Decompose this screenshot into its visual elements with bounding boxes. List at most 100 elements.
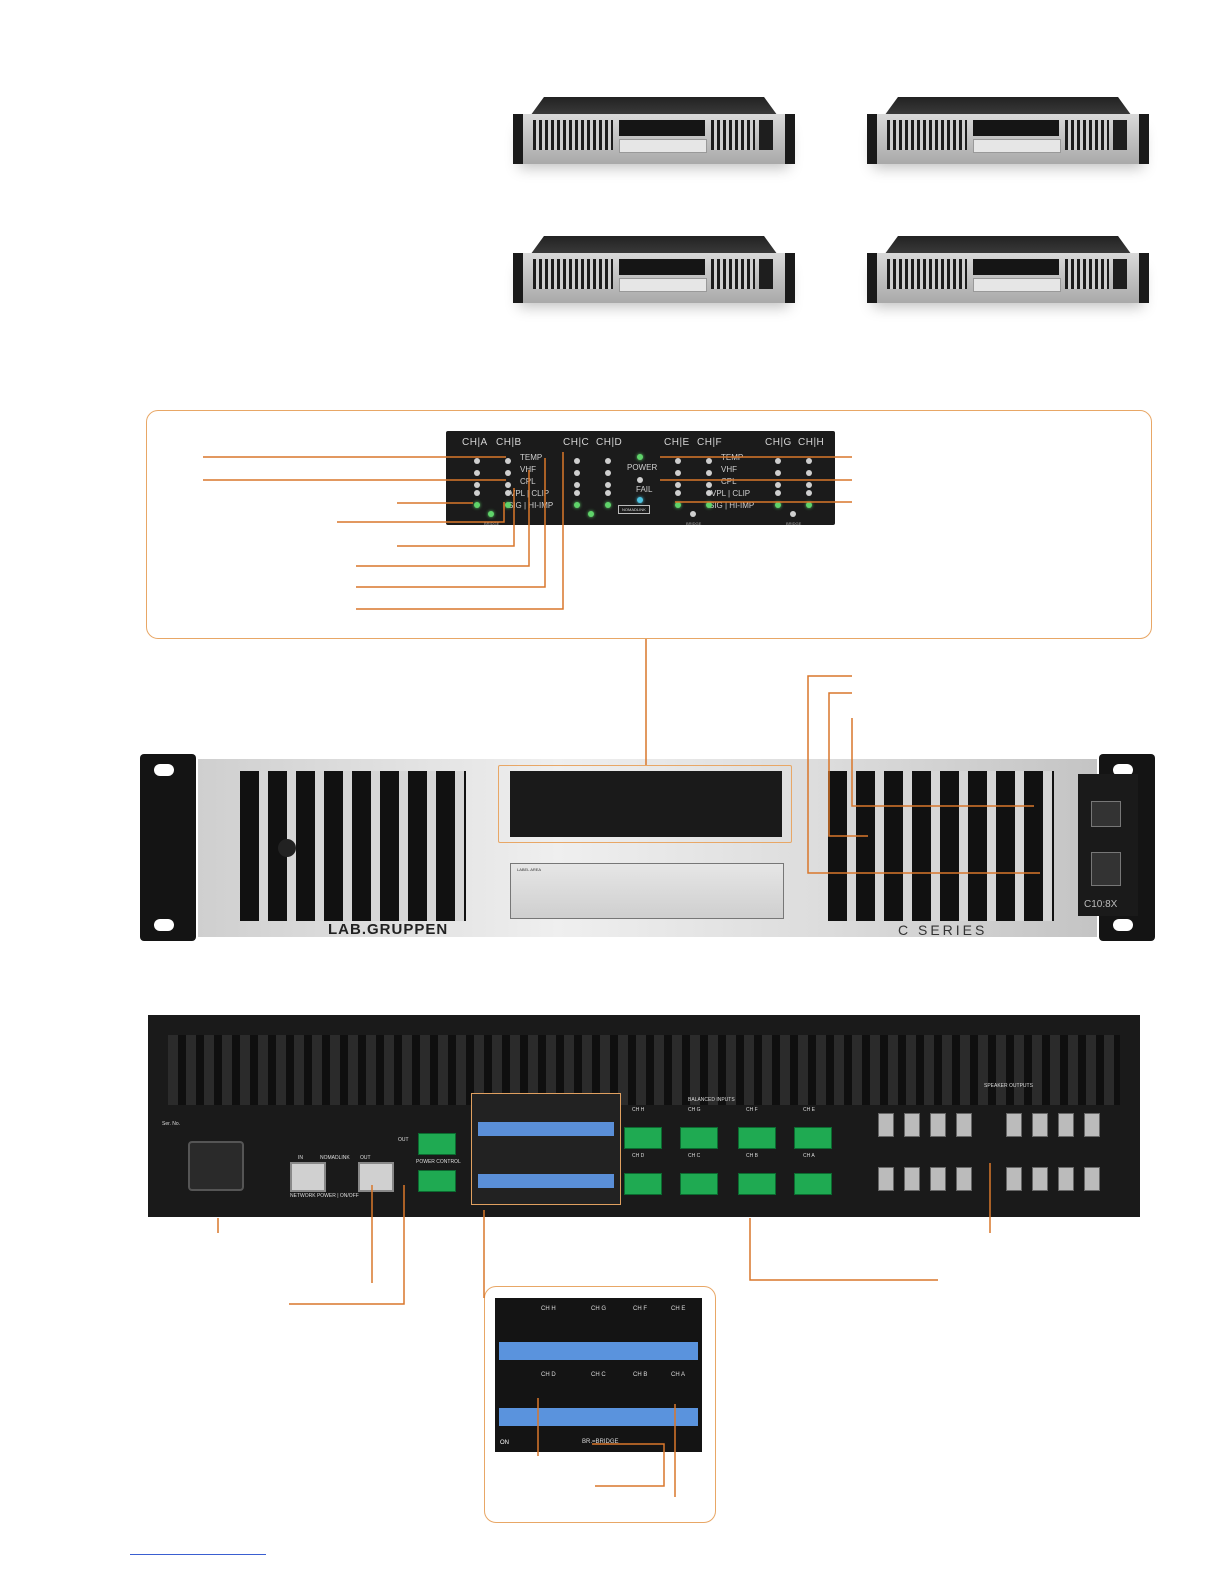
input-ch-d: CH D [632, 1153, 645, 1159]
input-connector-f[interactable] [738, 1127, 776, 1149]
power-inlet[interactable] [188, 1141, 244, 1191]
led-callout-frame [146, 410, 1152, 639]
network-port-out[interactable] [358, 1162, 394, 1192]
dip-ch-a: CH A [671, 1372, 686, 1378]
speaker-terminal-3[interactable] [930, 1113, 946, 1137]
front-knob[interactable] [278, 839, 296, 857]
led-f-cpl [706, 482, 712, 488]
speaker-terminal-1[interactable] [878, 1113, 894, 1137]
gpio-out-connector[interactable] [418, 1133, 456, 1155]
speaker-terminal-16[interactable] [1084, 1167, 1100, 1191]
network-port-in[interactable] [290, 1162, 326, 1192]
led-bridge-ef [690, 511, 696, 517]
faceplate: LABEL AREA LAB.GRUPPEN C SERIES C10:8X [198, 759, 1138, 938]
led-e-sig [675, 502, 681, 508]
callout-line-8 [356, 452, 564, 610]
speaker-terminal-6[interactable] [1032, 1113, 1048, 1137]
speaker-terminal-9[interactable] [878, 1167, 894, 1191]
power-label: POWER [627, 463, 658, 472]
dip-switch-block [471, 1093, 621, 1205]
led-h-vhf [806, 470, 812, 476]
power-control-label: POWER CONTROL [416, 1159, 461, 1165]
temp-label: TEMP [520, 453, 543, 462]
vhf-label: VHF [520, 465, 536, 474]
speaker-terminal-5[interactable] [1006, 1113, 1022, 1137]
led-c-clip [574, 490, 580, 496]
led-f-temp [706, 458, 712, 464]
input-connector-c[interactable] [680, 1173, 718, 1195]
callout-line-dip-b [592, 1443, 665, 1487]
channel-header-d: CH|D [596, 437, 623, 448]
power-switch[interactable] [1091, 852, 1121, 886]
sig-hi-imp-label: SIG | HI-IMP [508, 501, 554, 510]
speaker-terminal-14[interactable] [1032, 1167, 1048, 1191]
remote-button[interactable] [1091, 801, 1121, 827]
input-connector-e[interactable] [794, 1127, 832, 1149]
led-f-clip [706, 490, 712, 496]
led-indicator-panel: CH|A CH|B CH|C CH|D CH|E CH|F CH|G CH|H … [446, 431, 835, 526]
led-d-sig [605, 502, 611, 508]
input-connector-h[interactable] [624, 1127, 662, 1149]
speaker-terminal-15[interactable] [1058, 1167, 1074, 1191]
model-label: C10:8X [1084, 899, 1118, 910]
callout-line-4 [337, 502, 505, 523]
input-connector-a[interactable] [794, 1173, 832, 1195]
nomadlink-out-label: OUT [360, 1155, 371, 1161]
speaker-terminal-10[interactable] [904, 1167, 920, 1191]
speaker-terminal-8[interactable] [1084, 1113, 1100, 1137]
speaker-terminal-13[interactable] [1006, 1167, 1022, 1191]
speaker-terminal-4[interactable] [956, 1113, 972, 1137]
right-vent [828, 771, 1054, 921]
led-g-temp [775, 458, 781, 464]
input-ch-b: CH B [746, 1153, 758, 1159]
network-label: NETWORK POWER | ON/OFF [290, 1193, 359, 1199]
led-b-cpl [505, 482, 511, 488]
speaker-terminal-12[interactable] [956, 1167, 972, 1191]
input-connector-b[interactable] [738, 1173, 776, 1195]
on-label: ON [500, 1440, 509, 1446]
input-connector-d[interactable] [624, 1173, 662, 1195]
led-b-temp [505, 458, 511, 464]
nomadlink-in-label: IN [298, 1155, 303, 1161]
speaker-terminal-7[interactable] [1058, 1113, 1074, 1137]
led-g-sig [775, 502, 781, 508]
bridge-label-ab: BRIDGE [484, 521, 500, 526]
series-label: C SERIES [898, 922, 988, 938]
led-c-sig [574, 502, 580, 508]
led-d-clip [605, 490, 611, 496]
led-h-temp [806, 458, 812, 464]
input-connector-g[interactable] [680, 1127, 718, 1149]
footer-rule [130, 1554, 266, 1555]
channel-header-e: CH|E [664, 437, 690, 448]
vhf-label-right: VHF [721, 465, 737, 474]
amplifier-thumbnail-2 [867, 97, 1149, 185]
out-label: OUT [398, 1137, 409, 1143]
led-nomadlink [637, 497, 643, 503]
power-control-connector[interactable] [418, 1170, 456, 1192]
balanced-inputs-label: BALANCED INPUTS [688, 1097, 735, 1103]
dip-ch-d: CH D [541, 1372, 556, 1378]
dip-switches-lower[interactable] [499, 1408, 698, 1426]
dip-ch-b: CH B [633, 1372, 648, 1378]
amplifier-thumbnail-4 [867, 236, 1149, 324]
label-area-text: LABEL AREA [517, 867, 542, 872]
dip-switches-upper[interactable] [499, 1342, 698, 1360]
callout-line-6 [356, 470, 530, 567]
led-fail [637, 477, 643, 483]
led-g-clip [775, 490, 781, 496]
speaker-terminal-11[interactable] [930, 1167, 946, 1191]
dip-row-upper[interactable] [478, 1122, 614, 1136]
led-b-vhf [505, 470, 511, 476]
fail-label: FAIL [636, 485, 653, 494]
dip-row-lower[interactable] [478, 1174, 614, 1188]
dip-ch-c: CH C [591, 1372, 606, 1378]
rear-panel: Ser. No. IN NOMADLINK OUT NETWORK POWER … [148, 1015, 1140, 1217]
speaker-terminal-2[interactable] [904, 1113, 920, 1137]
nomadlink-indicator: NOMADLINK [618, 505, 650, 514]
input-ch-f: CH F [746, 1107, 758, 1113]
callout-line-nomad [289, 1185, 405, 1305]
led-d-vhf [605, 470, 611, 476]
channel-header-a: CH|A [462, 437, 488, 448]
input-ch-e: CH E [803, 1107, 815, 1113]
sig-hi-imp-label-right: SIG | HI-IMP [709, 501, 755, 510]
